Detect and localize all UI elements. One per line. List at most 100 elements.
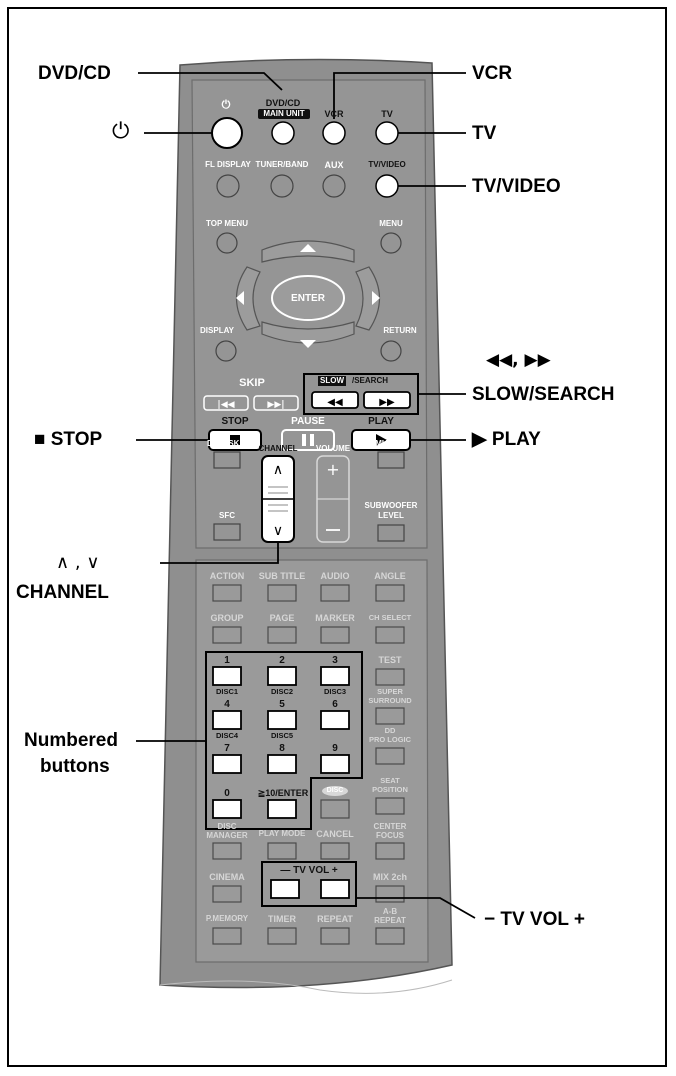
display-button[interactable] [215,340,237,362]
fl-display-label: FL DISPLAY [205,160,251,169]
nav-right-button[interactable] [355,266,380,331]
number-9-button[interactable] [320,754,350,774]
mix-2ch-button[interactable] [375,885,405,903]
number-1-button[interactable] [212,666,242,686]
pause-button[interactable] [281,429,335,451]
number-7-button[interactable] [212,754,242,774]
action-button[interactable] [212,584,242,602]
channel-up-icon: ∧ [273,462,283,478]
menu-button[interactable] [380,232,402,254]
main-unit-label: MAIN UNIT [263,109,305,118]
test-button[interactable] [375,668,405,686]
skip-next-button[interactable] [253,395,299,411]
disc-skip-button[interactable] [213,451,241,469]
vcr-label: VCR [324,109,344,119]
skip-prev-button[interactable] [203,395,249,411]
number-6-button[interactable] [320,710,350,730]
callout-channel-arrows: ∧ , ∨ [56,552,100,573]
callout-tv-vol: − TV VOL + [484,909,586,930]
seat-position-button[interactable] [375,797,405,815]
timer-button[interactable] [267,927,297,945]
audio-button[interactable] [320,584,350,602]
number-7-label: 7 [224,743,230,754]
number-0-button[interactable] [212,799,242,819]
tv-video-label: TV/VIDEO [368,160,406,169]
tuner-band-button[interactable] [270,174,294,198]
ch-select-button[interactable] [375,626,405,644]
callout-numbered-2: buttons [40,756,110,777]
number-8-button[interactable] [267,754,297,774]
fl-display-button[interactable] [216,174,240,198]
number-4-label: 4 [224,699,230,710]
sfc-label: SFC [219,511,235,520]
action-label: ACTION [209,571,245,581]
disc2-label: DISC2 [270,687,294,696]
disc-badge-button[interactable] [320,799,350,819]
pause-icon-right [310,434,314,446]
enter-label: ENTER [291,293,325,304]
tuner-band-label: TUNER/BAND [255,160,309,169]
number-2-label: 2 [279,655,285,666]
tv-button[interactable] [375,121,399,145]
group-button[interactable] [212,626,242,644]
search-forward-button[interactable] [363,391,411,409]
page-button[interactable] [267,626,297,644]
tv-label: TV [381,109,393,119]
top-menu-button[interactable] [216,232,238,254]
number-3-button[interactable] [320,666,350,686]
tv-vol-label: — TV VOL + [280,865,338,876]
disc-manager-label-1: DISC [217,822,237,831]
nav-left-button[interactable] [236,266,261,331]
dvdcd-button[interactable] [271,121,295,145]
number-2-button[interactable] [267,666,297,686]
subwoofer-level-button[interactable] [377,524,405,542]
callout-numbered-1: Numbered [24,730,118,751]
a-b-repeat-button[interactable] [375,927,405,945]
level-label: LEVEL [378,511,404,520]
dolby-label: DD [384,726,396,735]
aux-button[interactable] [322,174,346,198]
callout-slow-search-arrows: ◀◀, ▶▶ [486,350,551,370]
power-button[interactable] [211,117,243,149]
tv-video-button[interactable] [375,174,399,198]
power-label: ⏻ [221,98,231,111]
enter-button[interactable] [271,275,345,321]
mix-2ch-label: MIX 2ch [372,872,408,882]
tv-vol-down-button[interactable] [270,879,300,899]
callout-tv-video: TV/VIDEO [472,176,561,197]
super-label: SUPER [377,687,403,696]
skip-label: SKIP [239,377,265,389]
super-surround-button[interactable] [375,707,405,725]
return-button[interactable] [380,340,402,362]
cancel-button[interactable] [320,842,350,860]
play-mode-button[interactable] [267,842,297,860]
cinema-button[interactable] [212,885,242,903]
p-memory-button[interactable] [212,927,242,945]
sub-title-button[interactable] [267,584,297,602]
muting-button[interactable] [377,451,405,469]
number-5-button[interactable] [267,710,297,730]
top-menu-label: TOP MENU [206,219,248,228]
tv-vol-up-button[interactable] [320,879,350,899]
lower-button-grid [212,584,405,945]
nav-down-button[interactable] [261,321,355,344]
angle-button[interactable] [375,584,405,602]
search-rewind-button[interactable] [311,391,359,409]
pro-logic-button[interactable] [375,747,405,765]
number-8-label: 8 [279,743,285,754]
number-6-label: 6 [332,699,338,710]
center-focus-button[interactable] [375,842,405,860]
disc-manager-label-2: MANAGER [206,831,248,840]
sfc-button[interactable] [213,523,241,541]
ten-enter-button[interactable] [267,799,297,819]
leader-lines [136,72,476,919]
number-4-button[interactable] [212,710,242,730]
disc-manager-button[interactable] [212,842,242,860]
marker-button[interactable] [320,626,350,644]
vcr-button[interactable] [322,121,346,145]
disc-badge-label: DISC [326,787,344,794]
seat-label: SEAT [380,776,400,785]
repeat-label: REPEAT [317,914,353,924]
repeat-button[interactable] [320,927,350,945]
ch-select-label: CH SELECT [368,613,412,622]
